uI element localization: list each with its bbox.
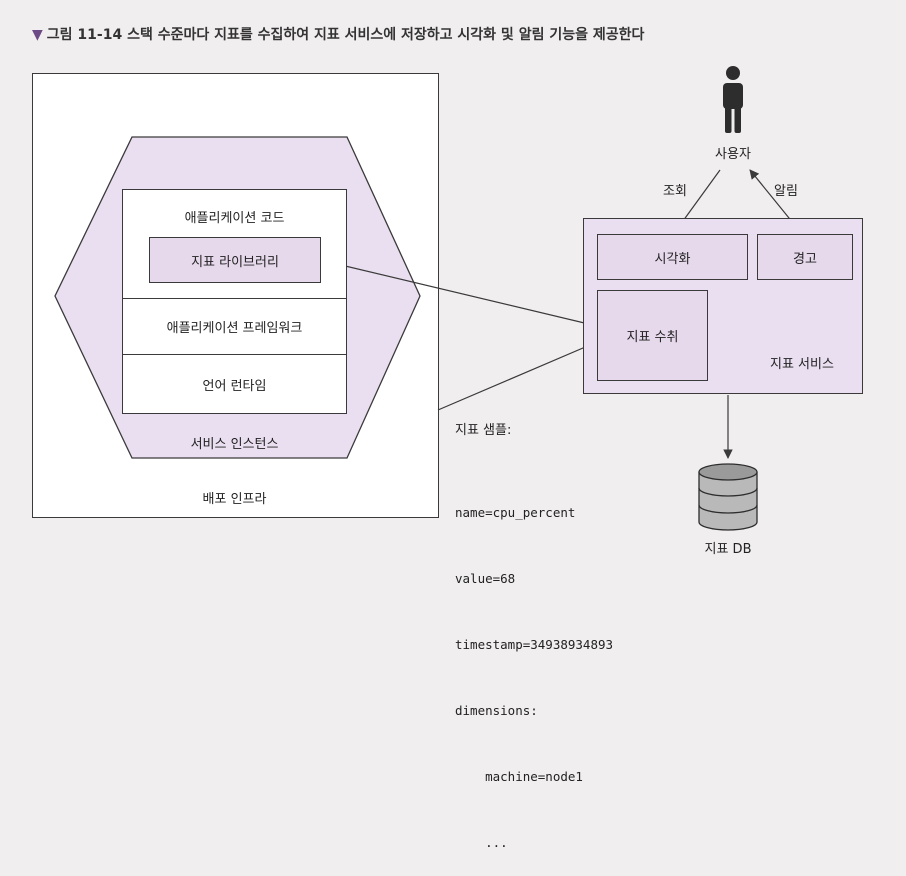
caption-marker-icon: ▼	[32, 27, 43, 43]
language-runtime-box: 언어 런타임	[122, 354, 347, 414]
metrics-sample-body: name=cpu_percent value=68 timestamp=3493…	[455, 458, 613, 876]
user-label: 사용자	[715, 147, 751, 162]
application-framework-label: 애플리케이션 프레임워크	[166, 321, 303, 336]
metrics-ingestion-label: 지표 수취	[626, 330, 679, 345]
deployment-infra-label: 배포 인프라	[202, 492, 267, 507]
metrics-db-label: 지표 DB	[704, 542, 752, 557]
arrow-instance-to-ingestion	[437, 340, 598, 411]
sample-line: dimensions:	[455, 703, 538, 718]
query-label: 조회	[663, 184, 687, 199]
application-code-label: 애플리케이션 코드	[184, 211, 285, 226]
metrics-library-label: 지표 라이브러리	[191, 254, 279, 270]
user-icon	[723, 66, 743, 133]
application-framework-box: 애플리케이션 프레임워크	[122, 298, 347, 355]
language-runtime-label: 언어 런타임	[202, 378, 267, 394]
caption-text: 그림 11-14 스택 수준마다 지표를 수집하여 지표 서비스에 저장하고 시…	[46, 27, 645, 43]
arrow-library-to-ingestion	[319, 259, 598, 329]
alert-label: 경고	[793, 251, 817, 267]
sample-line: timestamp=34938934893	[455, 637, 614, 652]
metrics-service-label: 지표 서비스	[770, 357, 834, 372]
sample-line: name=cpu_percent	[455, 505, 576, 520]
visualization-label: 시각화	[654, 251, 691, 267]
sample-line: machine=node1	[455, 769, 583, 784]
sample-line: ...	[455, 835, 508, 850]
sample-line: value=68	[455, 571, 516, 586]
visualization-box: 시각화	[597, 234, 748, 280]
database-icon	[698, 463, 758, 531]
metrics-library-box: 지표 라이브러리	[149, 237, 321, 283]
metrics-sample-title: 지표 샘플:	[455, 423, 512, 438]
figure-caption: ▼그림 11-14 스택 수준마다 지표를 수집하여 지표 서비스에 저장하고 …	[32, 24, 644, 44]
metrics-ingestion-box: 지표 수취	[597, 290, 708, 381]
alert-box: 경고	[757, 234, 853, 280]
service-instance-label: 서비스 인스턴스	[190, 437, 279, 452]
alert-arrow-label: 알림	[774, 184, 798, 199]
